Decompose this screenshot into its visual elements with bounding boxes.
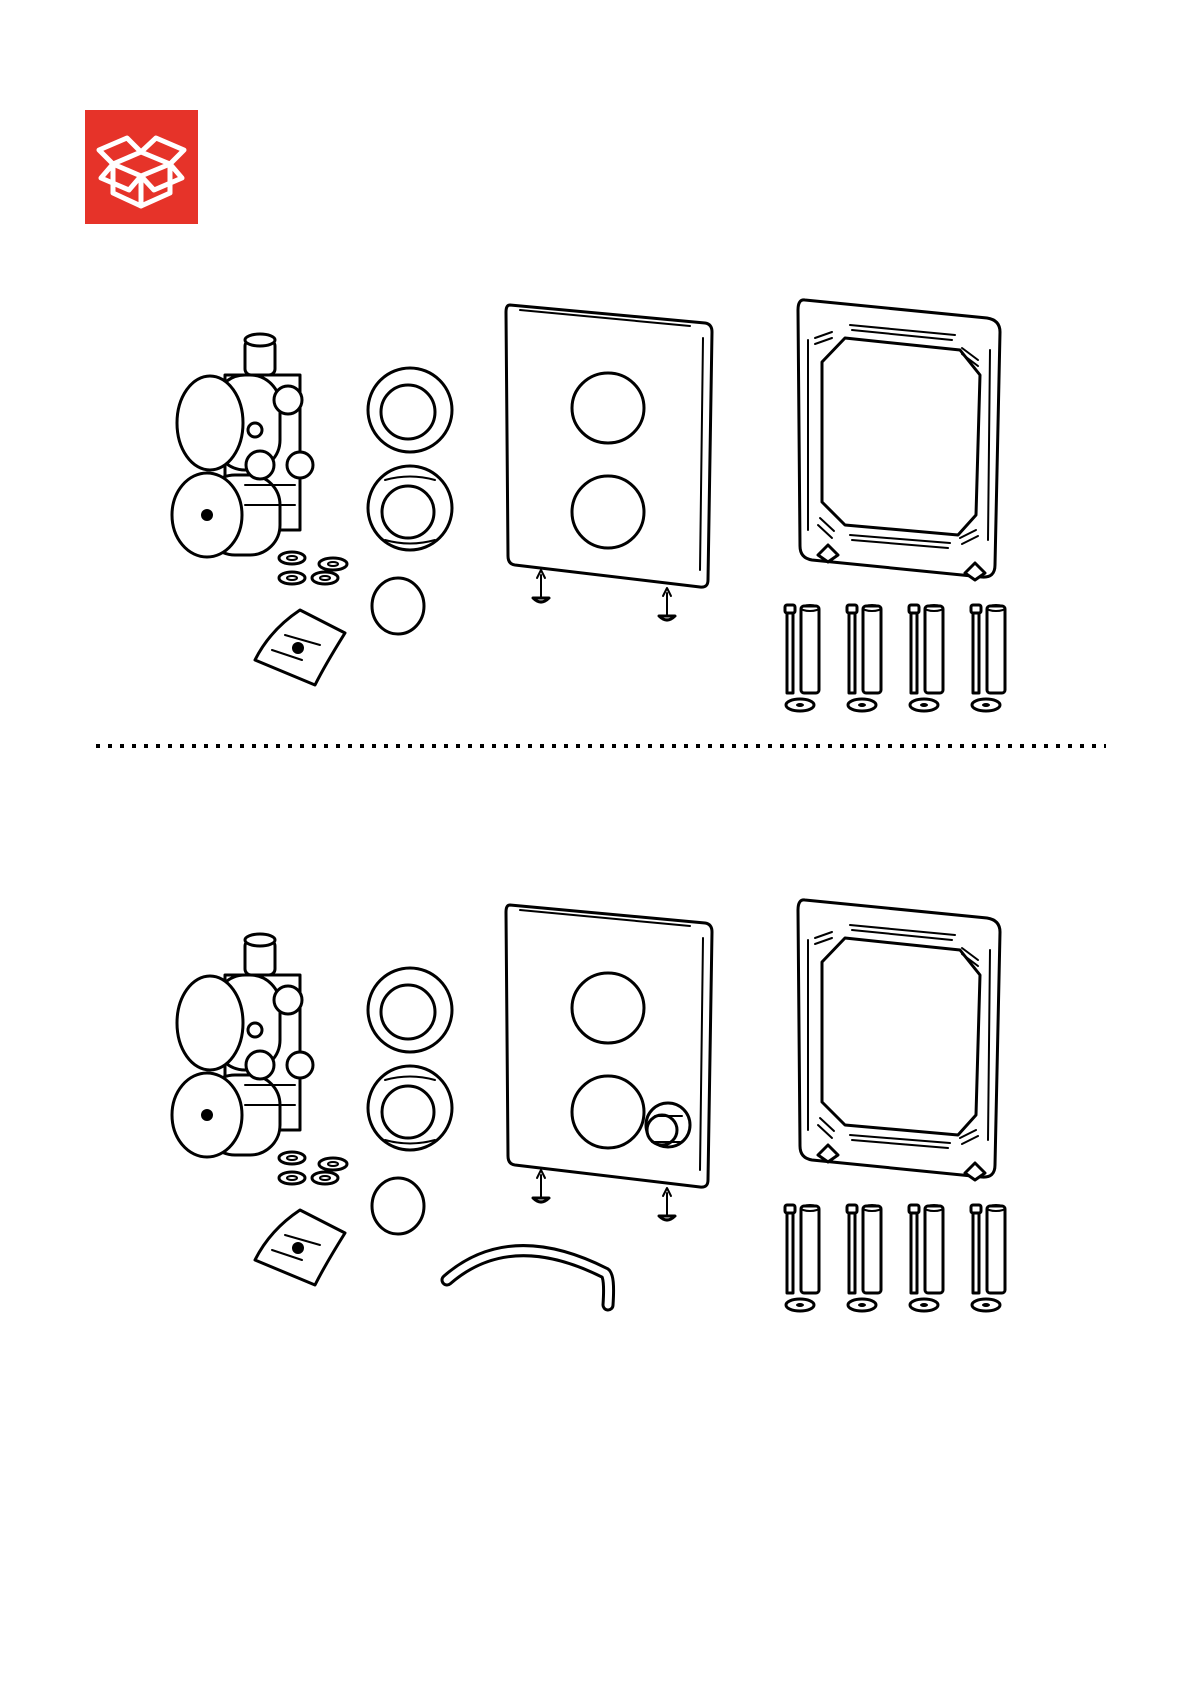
hose-icon — [447, 1251, 609, 1305]
kit-contents-2 — [0, 880, 1191, 1325]
flat-washer-icon — [786, 699, 814, 711]
valve-body-icon — [172, 334, 313, 557]
flat-washer-icon — [972, 1299, 1000, 1311]
flat-washer-icon — [848, 699, 876, 711]
spacer-sleeve-icon — [987, 605, 1005, 693]
flat-washer-icon — [972, 699, 1000, 711]
valve-body-icon — [172, 934, 313, 1157]
trim-ring-icon — [368, 466, 452, 550]
washer-set-icon — [279, 1152, 347, 1184]
spacer-sleeve-icon — [863, 1205, 881, 1293]
trim-ring-icon — [368, 968, 452, 1052]
flat-washer-icon — [910, 699, 938, 711]
grease-pouch-icon — [255, 610, 345, 685]
mounting-frame-icon — [798, 900, 1000, 1180]
screw-icon — [533, 1170, 549, 1202]
flat-washer-icon — [786, 1299, 814, 1311]
spacer-sleeve-icon — [925, 1205, 943, 1293]
trim-ring-icon — [368, 368, 452, 452]
kit-contents-1 — [0, 280, 1191, 725]
bolt-icon — [785, 605, 795, 693]
bolt-icon — [971, 1205, 981, 1293]
bolt-icon — [847, 1205, 857, 1293]
mounting-frame-icon — [798, 300, 1000, 580]
spacer-sleeve-icon — [801, 1205, 819, 1293]
bolt-icon — [847, 605, 857, 693]
bolt-icon — [971, 605, 981, 693]
spacer-sleeve-icon — [987, 1205, 1005, 1293]
grease-pouch-icon — [255, 1210, 345, 1285]
screw-icon — [659, 1188, 675, 1220]
bolt-icon — [909, 605, 919, 693]
spacer-sleeve-icon — [863, 605, 881, 693]
spacer-sleeve-icon — [925, 605, 943, 693]
cover-plate-icon — [506, 305, 712, 587]
cap-icon — [372, 578, 424, 634]
flat-washer-icon — [848, 1299, 876, 1311]
spacer-sleeve-icon — [801, 605, 819, 693]
section-divider — [96, 735, 1106, 739]
bolt-icon — [785, 1205, 795, 1293]
diverter-knob-icon — [646, 1103, 690, 1147]
cover-plate-icon — [506, 905, 712, 1187]
bolt-icon — [909, 1205, 919, 1293]
flat-washer-icon — [910, 1299, 938, 1311]
screw-icon — [533, 570, 549, 602]
cap-icon — [372, 1178, 424, 1234]
trim-ring-icon — [368, 1066, 452, 1150]
screw-icon — [659, 588, 675, 620]
washer-set-icon — [279, 552, 347, 584]
package-contents-badge — [85, 110, 198, 224]
